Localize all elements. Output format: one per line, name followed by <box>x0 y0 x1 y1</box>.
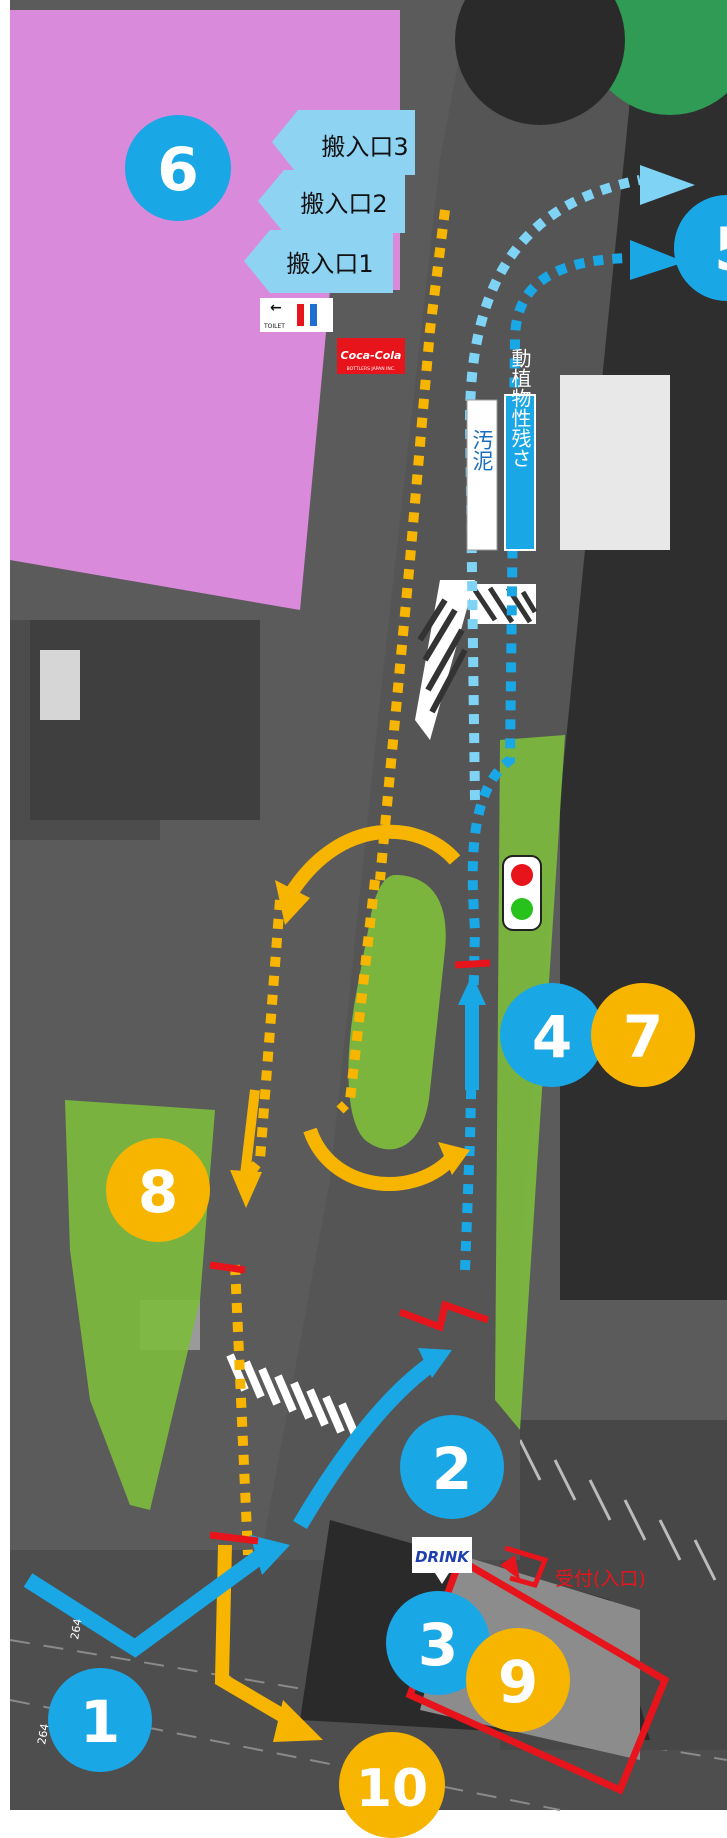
route-number-b: 264 <box>35 1723 51 1746</box>
storage-shed <box>560 375 670 550</box>
arrow-head-5-lower <box>630 240 685 280</box>
drink-sign: DRINK <box>412 1537 472 1584</box>
marker-9: 9 <box>466 1628 570 1732</box>
svg-text:1: 1 <box>80 1688 120 1756</box>
svg-text:搬入口1: 搬入口1 <box>286 250 373 278</box>
svg-text:動植物性残さ: 動植物性残さ <box>508 348 532 468</box>
arrow-to-2 <box>293 1358 435 1530</box>
orange-route-upper <box>375 209 450 881</box>
orange-route-left <box>244 899 285 1179</box>
svg-text:3: 3 <box>418 1611 458 1679</box>
entrance-sign-3: 搬入口3 <box>272 110 415 175</box>
svg-text:TOILET: TOILET <box>263 323 285 330</box>
arrow-head-5-upper <box>640 165 695 205</box>
left-arrow-icon: ← <box>270 300 282 316</box>
svg-text:搬入口3: 搬入口3 <box>321 133 408 161</box>
marker-10: 10 <box>339 1732 445 1838</box>
entrance-sign-2: 搬入口2 <box>258 170 405 233</box>
marker-7: 7 <box>591 983 695 1087</box>
marker-8: 8 <box>106 1138 210 1242</box>
svg-text:2: 2 <box>432 1435 472 1503</box>
traffic-light <box>502 855 542 931</box>
residue-sign: 動植物性残さ <box>504 348 536 551</box>
male-icon <box>310 304 317 326</box>
marker-2: 2 <box>400 1415 504 1519</box>
entry-arrow-1 <box>23 1548 267 1658</box>
coca-cola-sign: Coca-Cola BOTTLERS JAPAN INC. <box>337 338 405 374</box>
svg-text:Coca-Cola: Coca-Cola <box>341 349 402 362</box>
marker-1: 1 <box>48 1668 152 1772</box>
route-to-5-upper <box>464 175 641 801</box>
reception-label: 受付(入口) <box>555 1568 646 1590</box>
stop-line-2 <box>398 1300 490 1332</box>
marker-6: 6 <box>125 115 231 221</box>
arrow-down-8 <box>230 1170 262 1208</box>
svg-text:7: 7 <box>623 1003 663 1071</box>
svg-text:5: 5 <box>714 215 727 285</box>
toilet-sign: ← TOILET <box>260 298 333 332</box>
stop-line-4 <box>454 959 491 969</box>
marker-5: 5 <box>674 195 727 301</box>
svg-text:DRINK: DRINK <box>415 1548 470 1566</box>
entrance-sign-1: 搬入口1 <box>244 230 393 293</box>
svg-text:8: 8 <box>138 1158 178 1226</box>
reception-arrow <box>504 1545 549 1589</box>
marker-4: 4 <box>500 983 604 1087</box>
svg-text:搬入口2: 搬入口2 <box>300 190 387 218</box>
route-number-a: 264 <box>68 1618 84 1641</box>
sludge-sign: 汚泥 <box>466 399 498 551</box>
svg-text:BOTTLERS JAPAN INC.: BOTTLERS JAPAN INC. <box>347 366 396 372</box>
female-icon <box>297 304 304 326</box>
svg-text:4: 4 <box>532 1003 572 1071</box>
hatched-zone <box>415 580 475 740</box>
svg-text:10: 10 <box>356 1759 428 1819</box>
uturn-arrow-top <box>284 824 461 899</box>
crosswalk <box>226 1353 361 1441</box>
svg-text:9: 9 <box>498 1648 538 1716</box>
route-to-5-lower <box>460 253 631 1271</box>
svg-text:汚泥: 汚泥 <box>470 429 494 471</box>
stop-line-8 <box>209 1261 246 1274</box>
stop-line-exit <box>209 1531 259 1545</box>
uturn-arrow-bottom <box>303 1127 455 1191</box>
marker-3: 3 <box>386 1591 490 1695</box>
svg-text:6: 6 <box>157 135 199 205</box>
